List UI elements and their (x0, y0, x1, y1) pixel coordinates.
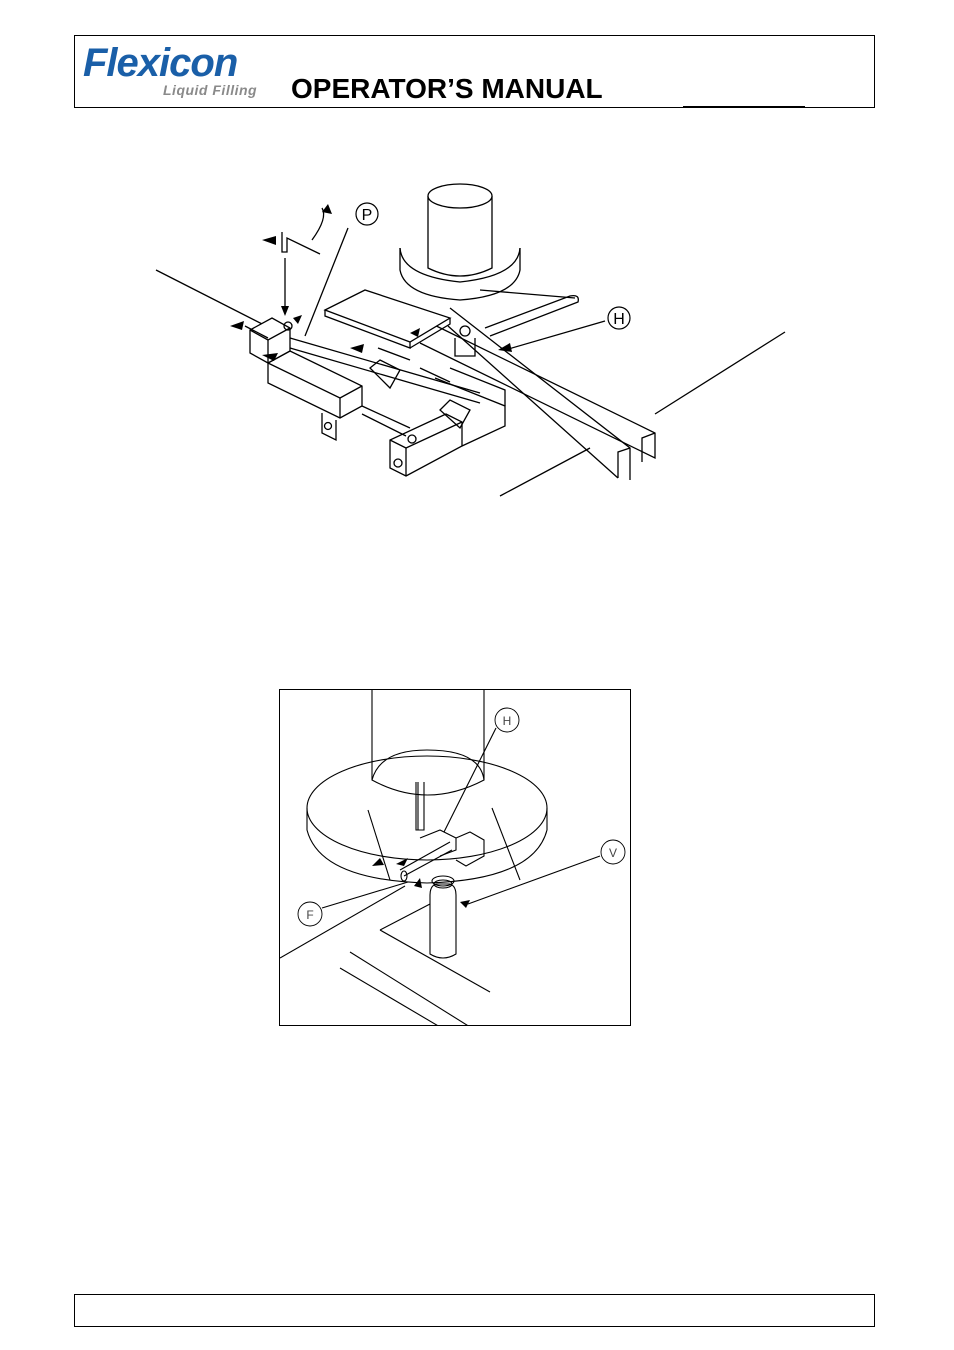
header: Flexicon Liquid Filling OPERATOR’S MANUA… (74, 35, 875, 108)
company-logo: Flexicon Liquid Filling (83, 40, 283, 102)
figure-filling-head-detail: H V F (279, 689, 631, 1026)
callout-h: H (613, 311, 625, 328)
logo-wordmark: Flexicon (83, 40, 237, 86)
page-title: OPERATOR’S MANUAL (291, 72, 603, 106)
figure-machine-assembly: P H (150, 178, 800, 508)
page-footer (74, 1294, 875, 1327)
logo-subtext: Liquid Filling (163, 82, 257, 98)
callout-f: F (306, 908, 313, 922)
callout-p: P (362, 207, 373, 224)
title-underline (683, 106, 805, 107)
callout-h-detail: H (503, 714, 512, 728)
callout-v: V (609, 846, 617, 860)
